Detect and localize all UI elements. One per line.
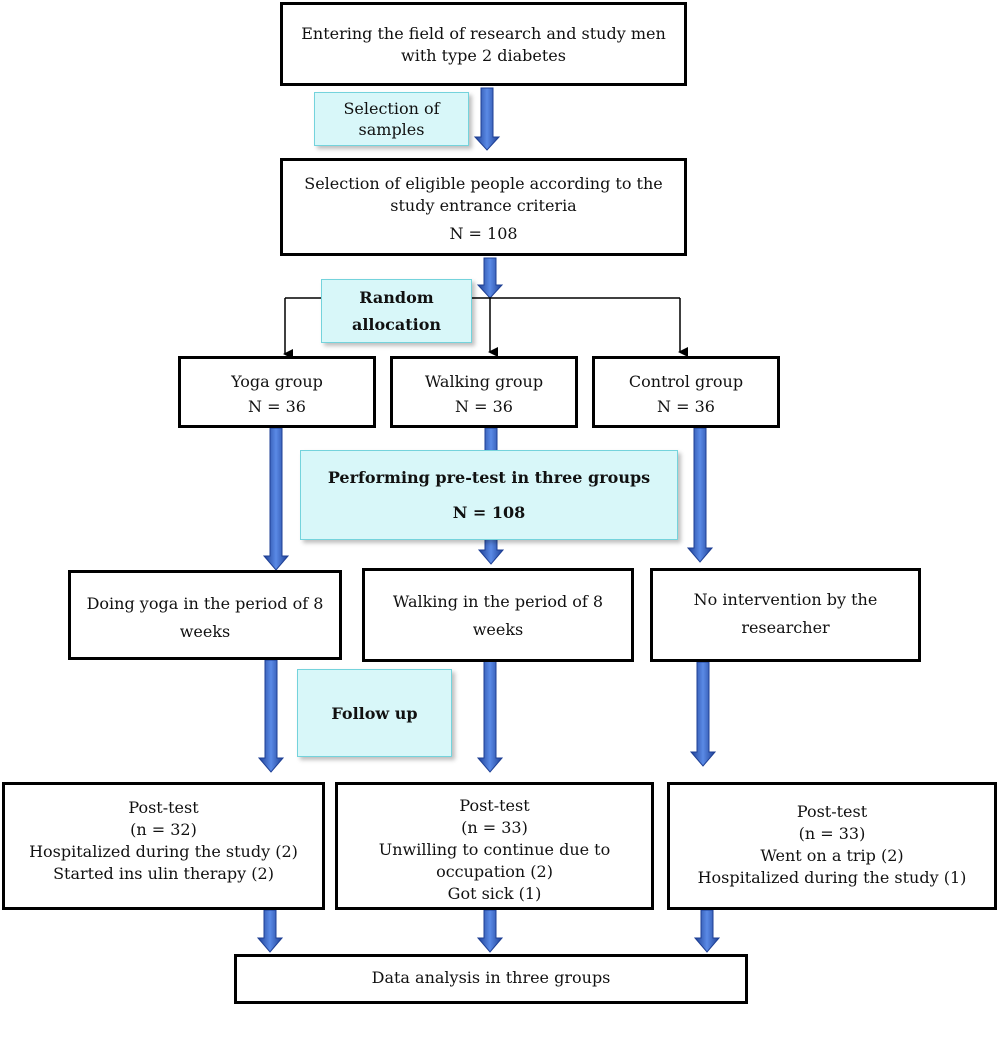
start-box: Entering the field of research and study… [280,2,687,86]
yoga-posttest-line-4: Started ins ulin therapy (2) [53,864,274,883]
yoga-group-name: Yoga group [231,372,323,391]
walking-group-name: Walking group [424,372,544,391]
selection-line-1: Selection of [343,99,440,118]
walking-intervention-box: Walking in the period of 8 weeks [362,568,634,662]
selection-line-2: samples [358,120,425,139]
eligible-box: Selection of eligible people according t… [280,158,687,256]
start-line-2: with type 2 diabetes [401,46,566,65]
arrow-walking-to-posttest [476,659,504,773]
control-group-name: Control group [628,372,744,391]
arrow-control-to-posttest [689,661,717,767]
control-posttest-line-3: Went on a trip (2) [760,846,904,865]
follow-up-label: Follow up [297,669,452,757]
arrow-posttest3-to-analysis [693,909,721,953]
walking-posttest-line-1: Post-test [459,796,530,815]
yoga-posttest-line-3: Hospitalized during the study (2) [29,842,298,861]
eligible-n: N = 108 [449,224,518,243]
pretest-label: Performing pre-test in three groups N = … [300,450,678,540]
pretest-line-2: N = 108 [452,503,526,522]
control-group-box: Control group N = 36 [592,356,780,428]
control-posttest-line-1: Post-test [796,802,868,821]
selection-of-samples-label: Selection of samples [314,92,469,146]
arrow-yoga-to-intervention [262,427,290,571]
walking-posttest-line-5: Got sick (1) [447,884,542,903]
arrow-start-to-eligible [473,87,501,151]
start-line-1: Entering the field of research and study… [301,24,666,43]
control-intervention-line-1: No intervention by the [693,590,878,609]
yoga-posttest-box: Post-test (n = 32) Hospitalized during t… [2,782,325,910]
walking-posttest-line-4: occupation (2) [436,862,553,881]
control-posttest-box: Post-test (n = 33) Went on a trip (2) Ho… [667,782,997,910]
random-allocation-label: Random allocation [321,279,472,343]
eligible-line-1: Selection of eligible people according t… [304,174,663,193]
arrow-posttest2-to-analysis [476,909,504,953]
control-intervention-line-2: researcher [741,618,830,637]
yoga-intervention-line-2: weeks [179,622,231,641]
walking-posttest-line-3: Unwilling to continue due to [378,840,611,859]
yoga-intervention-box: Doing yoga in the period of 8 weeks [68,570,342,660]
walking-intervention-line-1: Walking in the period of 8 [392,592,604,611]
arrow-posttest1-to-analysis [256,909,284,953]
arrow-yoga-to-posttest [257,659,285,773]
walking-intervention-line-2: weeks [472,620,524,639]
control-group-n: N = 36 [657,397,715,416]
arrow-control-to-intervention [686,427,714,563]
data-analysis-text: Data analysis in three groups [371,968,611,987]
walking-posttest-line-2: (n = 33) [461,818,528,837]
random-line-1: Random [359,288,434,307]
yoga-group-box: Yoga group N = 36 [178,356,376,428]
follow-up-text: Follow up [331,703,418,723]
arrow-eligible-to-allocation [476,257,504,299]
walking-posttest-box: Post-test (n = 33) Unwilling to continue… [335,782,654,910]
pretest-line-1: Performing pre-test in three groups [327,468,651,487]
yoga-posttest-line-1: Post-test [128,798,199,817]
yoga-posttest-line-2: (n = 32) [130,820,197,839]
eligible-line-2: study entrance criteria [390,196,577,215]
control-posttest-line-4: Hospitalized during the study (1) [697,868,967,887]
yoga-group-n: N = 36 [248,397,306,416]
walking-group-box: Walking group N = 36 [390,356,578,428]
yoga-intervention-line-1: Doing yoga in the period of 8 [86,594,324,613]
data-analysis-box: Data analysis in three groups [234,954,748,1004]
random-line-2: allocation [351,315,442,334]
control-intervention-box: No intervention by the researcher [650,568,921,662]
control-posttest-line-2: (n = 33) [798,824,866,843]
walking-group-n: N = 36 [455,397,513,416]
